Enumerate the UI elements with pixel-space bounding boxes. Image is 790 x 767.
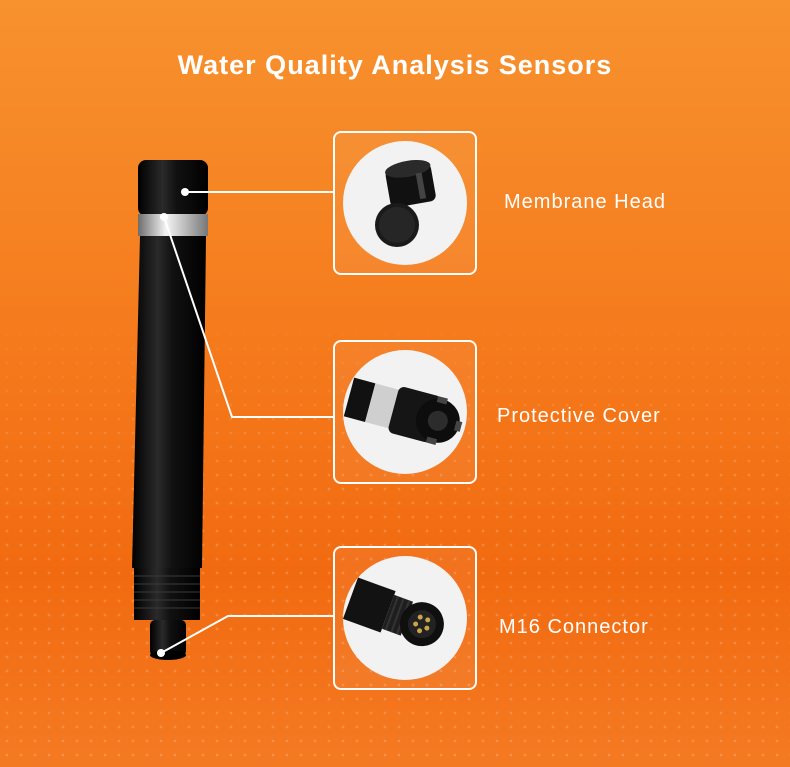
sensor-ring bbox=[138, 214, 208, 236]
leader-line-connector bbox=[160, 615, 333, 654]
callout-membrane-head bbox=[333, 131, 477, 275]
page-title: Water Quality Analysis Sensors bbox=[177, 50, 613, 80]
label-membrane-head: Membrane Head bbox=[504, 191, 666, 213]
callout-m16-connector bbox=[333, 546, 477, 690]
sensor-body bbox=[132, 236, 206, 568]
leader-line-cover bbox=[163, 216, 333, 418]
label-protective-cover: Protective Cover bbox=[497, 405, 661, 427]
m16-connector-photo bbox=[343, 556, 467, 680]
callout-protective-cover bbox=[333, 340, 477, 484]
protective-cover-photo bbox=[343, 350, 467, 474]
sensor-cap bbox=[138, 160, 208, 216]
sensor-connector bbox=[150, 620, 186, 656]
membrane-head-photo bbox=[343, 141, 467, 265]
sensor-thread bbox=[134, 568, 200, 620]
label-m16-connector: M16 Connector bbox=[499, 616, 649, 638]
